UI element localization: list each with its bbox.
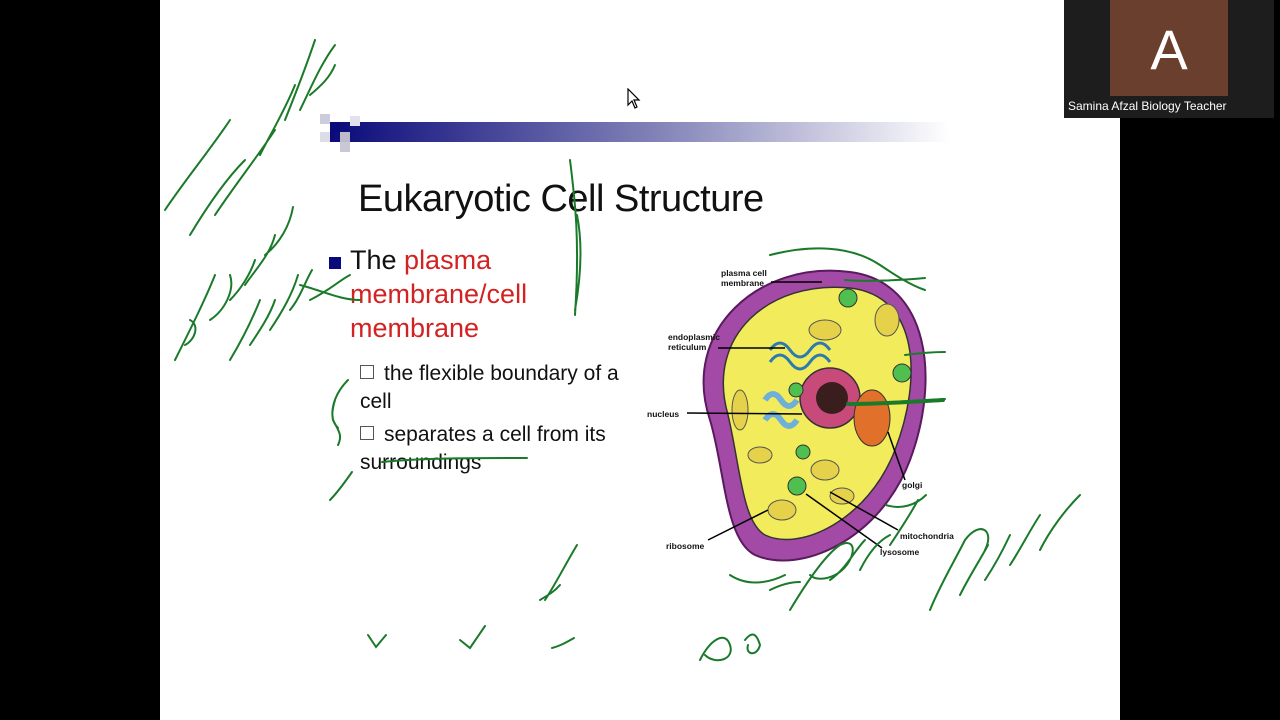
label-mitochondria: mitochondria [900, 531, 954, 541]
checkbox-bullet-icon [360, 365, 374, 379]
label-plasma-membrane: plasma cell membrane [721, 268, 781, 288]
bullet-square-icon [329, 257, 341, 269]
participant-name: Samina Afzal Biology Teacher [1068, 99, 1227, 113]
cell-diagram [687, 271, 926, 561]
sub-bullet-1: the flexible boundary of a cell [360, 360, 650, 416]
mouse-cursor-icon [627, 88, 641, 110]
label-lysosome: lysosome [880, 547, 919, 557]
label-nucleus: nucleus [647, 409, 679, 419]
participant-initial: A [1110, 22, 1228, 78]
slide-title: Eukaryotic Cell Structure [358, 178, 764, 221]
checkbox-bullet-icon [360, 426, 374, 440]
bullet-lead: The [350, 245, 397, 275]
main-bullet: The plasma membrane/cell membrane [350, 243, 590, 345]
sub-bullet-2-text: separates a cell from its surroundings [360, 423, 606, 474]
label-er: endoplasmic reticulum [668, 332, 728, 352]
sub-bullet-1-text: the flexible boundary of a cell [360, 362, 619, 413]
label-ribosome: ribosome [666, 541, 704, 551]
title-gradient-bar [330, 122, 950, 142]
label-golgi: golgi [902, 480, 922, 490]
sub-bullet-2: separates a cell from its surroundings [360, 421, 640, 477]
participant-avatar: A [1110, 0, 1228, 96]
participant-video-tile[interactable]: A Samina Afzal Biology Teacher [1064, 0, 1274, 118]
